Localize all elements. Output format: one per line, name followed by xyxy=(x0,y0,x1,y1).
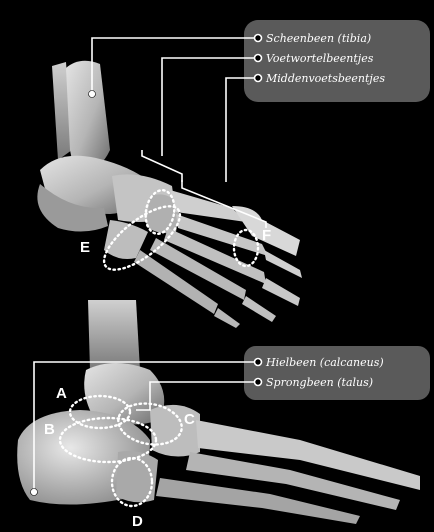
label-talus: Sprongbeen (talus) xyxy=(266,376,373,389)
marker-a: A xyxy=(56,385,67,402)
marker-f: F xyxy=(262,227,271,244)
label-metatarsals: Middenvoetsbeentjes xyxy=(265,72,385,85)
marker-b: B xyxy=(44,421,55,438)
label-calcaneus: Hielbeen (calcaneus) xyxy=(265,356,384,369)
marker-e: E xyxy=(80,239,90,256)
bottom-label-box xyxy=(244,346,430,400)
marker-d: D xyxy=(132,513,143,530)
marker-c: C xyxy=(184,411,195,428)
label-tibia: Scheenbeen (tibia) xyxy=(266,32,371,45)
label-tarsals: Voetwortelbeentjes xyxy=(266,52,374,65)
